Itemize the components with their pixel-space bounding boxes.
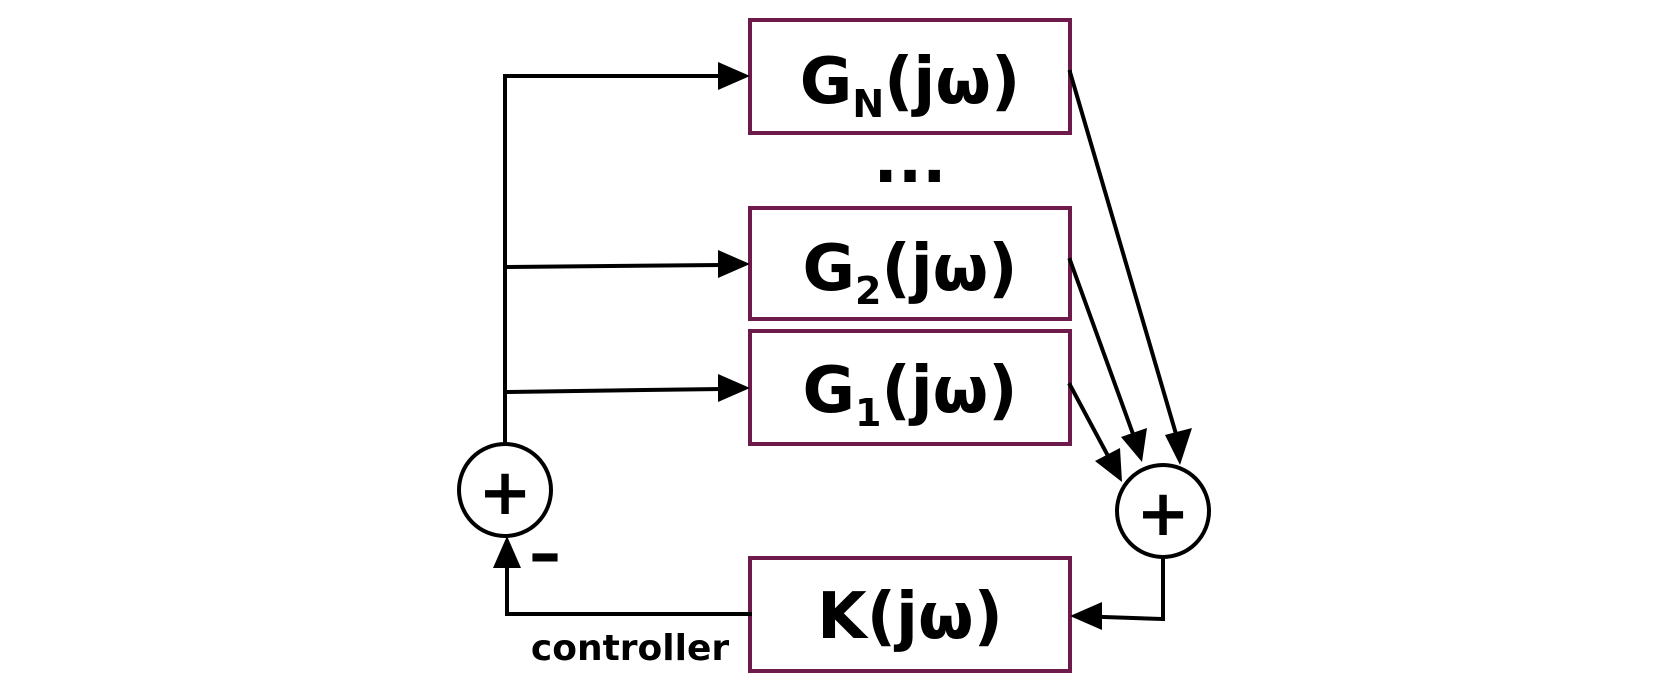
- branch-g2: [502, 262, 723, 270]
- block-g2: G2(jω): [748, 206, 1072, 321]
- block-g2-label: G2(jω): [802, 232, 1017, 313]
- block-k: K(jω): [748, 556, 1072, 673]
- block-gn-label: GN(jω): [800, 45, 1020, 126]
- arrow-g1-to-sum: [1095, 448, 1122, 482]
- block-g1-label: G1(jω): [802, 354, 1017, 435]
- summing-junction-right: +: [1115, 463, 1211, 559]
- summing-right-plus: +: [1136, 477, 1190, 551]
- block-g1-border: [748, 329, 1072, 446]
- block-gn: GN(jω): [748, 18, 1072, 135]
- ellipsis: ...: [874, 124, 947, 198]
- arrow-gn-to-sum: [1165, 428, 1192, 465]
- block-k-border: [748, 556, 1072, 673]
- controller-label: controller: [531, 628, 729, 669]
- line-gn-to-sum: [1067, 69, 1179, 437]
- arrow-g2-to-sum: [1121, 428, 1147, 462]
- block-gn-border: [748, 18, 1072, 135]
- summing-left-plus: +: [478, 456, 532, 530]
- arrow-into-left-sum: [493, 536, 521, 568]
- arrow-to-g2: [718, 250, 750, 278]
- block-g1: G1(jω): [748, 329, 1072, 446]
- minus-sign: –: [529, 517, 561, 591]
- arrow-to-gn: [718, 62, 750, 90]
- feedback-path: [493, 536, 1166, 630]
- line-g1-to-sum: [1067, 382, 1110, 457]
- arrow-to-g1: [718, 374, 750, 402]
- arrow-into-k: [1070, 602, 1102, 630]
- input-branches: [502, 62, 750, 446]
- feedback-to-k: [1099, 614, 1166, 622]
- block-k-label: K(jω): [817, 580, 1003, 654]
- branch-g1: [502, 386, 723, 395]
- line-g2-to-sum: [1067, 257, 1136, 437]
- summing-junction-left: +: [457, 442, 553, 538]
- output-lines: [1067, 69, 1192, 482]
- block-g2-border: [748, 206, 1072, 321]
